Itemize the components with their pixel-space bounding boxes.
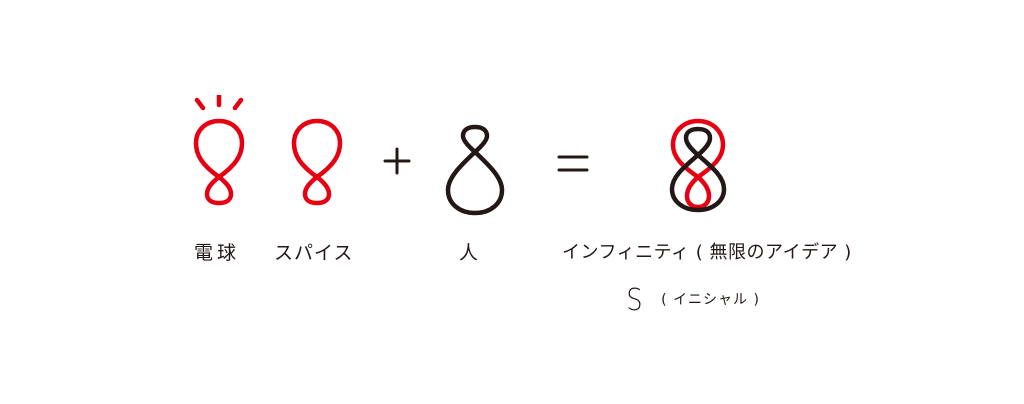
person-label: 人 (459, 242, 480, 264)
initial-row: S ( イニシャル ) (625, 283, 760, 318)
bulb-label: 電球 (194, 242, 241, 264)
spice-icon (291, 118, 343, 206)
equals-sign (556, 152, 590, 180)
plus-sign (382, 146, 412, 180)
initial-letter: S (626, 283, 643, 318)
initial-note: ( イニシャル ) (661, 292, 760, 308)
person-icon (445, 124, 505, 216)
infinity-logo-icon (669, 118, 727, 213)
spice-label: スパイス (274, 242, 354, 264)
light-bulb-icon (193, 95, 245, 206)
infinity-label: インフィニティ ( 無限のアイデア ) (562, 242, 852, 263)
